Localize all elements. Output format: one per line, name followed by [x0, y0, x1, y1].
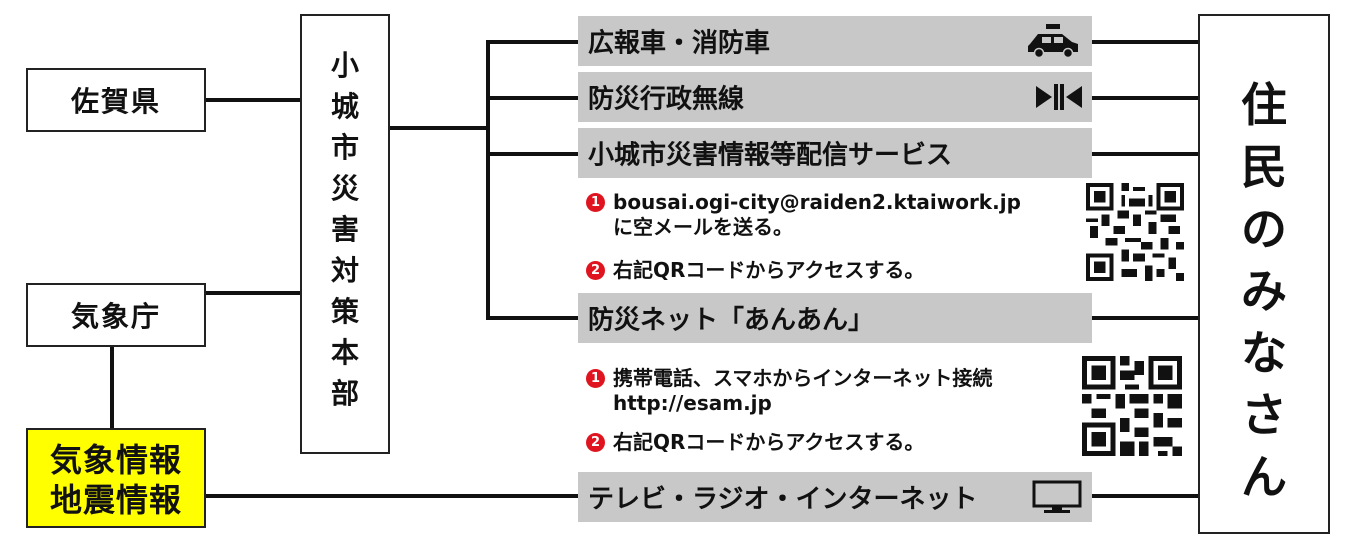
residents-char: 民	[1241, 140, 1287, 194]
residents-char: さ	[1241, 388, 1287, 442]
residents-char: の	[1241, 202, 1287, 256]
step-number-badge: 1	[586, 193, 605, 212]
jma-box: 気象庁	[26, 283, 206, 347]
channel-anan-bar: 防災ネット「あんあん」	[578, 293, 1092, 343]
connector-infobox-tv	[206, 494, 578, 498]
hq-char: 策	[330, 295, 359, 328]
qr-code-icon	[1086, 183, 1184, 281]
saga-prefecture-box: 佐賀県	[26, 68, 206, 132]
saga-prefecture-label: 佐賀県	[70, 85, 161, 118]
channel-anan-label: 防災ネット「あんあん」	[588, 305, 875, 336]
connector-trunk-vertical	[486, 40, 490, 320]
qr-code-icon	[1082, 356, 1182, 456]
step-number-badge: 2	[586, 261, 605, 280]
step-number-badge: 1	[586, 369, 605, 388]
mail-qr-instruction: 右記QRコードからアクセスする。	[613, 258, 925, 282]
residents-char: 住	[1241, 78, 1287, 132]
anan-qr-instruction: 右記QRコードからアクセスする。	[613, 430, 925, 454]
residents-char: な	[1241, 326, 1287, 380]
channel-musen-label: 防災行政無線	[588, 84, 745, 115]
mail-step-2: 2 右記QRコードからアクセスする。	[586, 258, 924, 283]
mail-instruction: に空メールを送る。	[613, 215, 793, 239]
connector-tv-residents	[1092, 494, 1198, 498]
connector-trunk-mail	[486, 152, 578, 156]
connector-trunk-koho	[486, 40, 578, 44]
residents-char: ん	[1241, 450, 1287, 504]
jma-label: 気象庁	[70, 300, 161, 333]
channel-musen-bar: 防災行政無線	[578, 72, 1092, 122]
hq-char: 災	[330, 172, 359, 205]
car-icon	[1028, 24, 1078, 58]
channel-mail-bar: 小城市災害情報等配信サービス	[578, 128, 1092, 178]
hq-char: 市	[330, 131, 359, 164]
hq-char: 本	[330, 336, 359, 369]
anan-instruction: 携帯電話、スマホからインターネット接続	[613, 366, 993, 390]
hq-char: 害	[330, 213, 359, 246]
connector-kishocho-infobox	[110, 344, 114, 430]
hq-char: 部	[330, 377, 359, 410]
mail-step-1: 1 bousai.ogi-city@raiden2.ktaiwork.jp に空…	[586, 190, 1021, 240]
channel-koho-label: 広報車・消防車	[588, 28, 771, 59]
channel-mail-label: 小城市災害情報等配信サービス	[588, 140, 953, 171]
residents-char: み	[1241, 264, 1287, 318]
connector-anan-residents	[1092, 316, 1198, 320]
connector-koho-residents	[1092, 40, 1198, 44]
channel-koho-bar: 広報車・消防車	[578, 16, 1092, 66]
hq-char: 対	[330, 254, 359, 287]
speaker-icon	[1036, 84, 1082, 110]
step-number-badge: 2	[586, 433, 605, 452]
connector-kishocho-hq	[206, 291, 300, 295]
connector-hq-trunk	[390, 126, 488, 130]
weather-info-box: 気象情報 地震情報	[26, 428, 206, 528]
mail-address: bousai.ogi-city@raiden2.ktaiwork.jp	[613, 190, 1021, 214]
anan-url: http://esam.jp	[613, 391, 772, 415]
residents-box: 住 民 の み な さ ん	[1198, 14, 1330, 534]
anan-step-1: 1 携帯電話、スマホからインターネット接続 http://esam.jp	[586, 366, 992, 416]
earthquake-info-label: 地震情報	[49, 481, 182, 519]
connector-mail-residents	[1092, 152, 1198, 156]
channel-tv-bar: テレビ・ラジオ・インターネット	[578, 472, 1092, 522]
connector-trunk-musen	[486, 96, 578, 100]
connector-musen-residents	[1092, 96, 1198, 100]
channel-tv-label: テレビ・ラジオ・インターネット	[588, 484, 978, 515]
weather-info-label: 気象情報	[49, 441, 182, 479]
hq-box: 小 城 市 災 害 対 策 本 部	[300, 14, 390, 454]
tv-icon	[1032, 480, 1082, 513]
hq-char: 小	[330, 49, 359, 82]
anan-step-2: 2 右記QRコードからアクセスする。	[586, 430, 924, 455]
hq-char: 城	[330, 90, 359, 123]
connector-saga-hq	[206, 98, 300, 102]
connector-trunk-anan	[486, 316, 578, 320]
